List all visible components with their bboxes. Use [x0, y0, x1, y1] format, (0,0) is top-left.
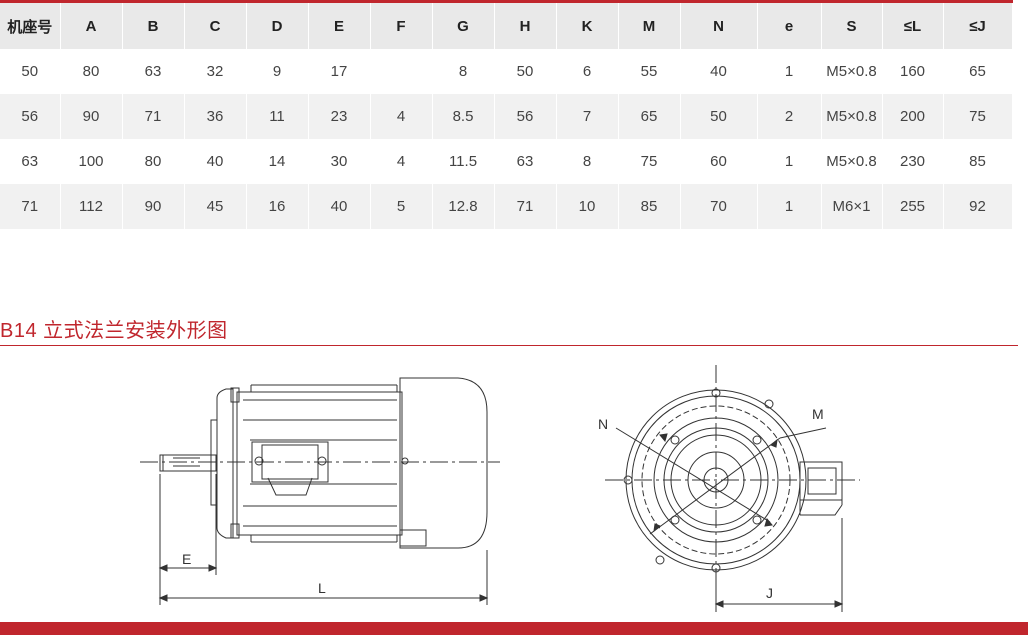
- table-cell: 8.5: [432, 94, 495, 139]
- table-cell: 230: [882, 139, 944, 184]
- table-cell: 60: [680, 139, 758, 184]
- table-cell: 80: [60, 49, 123, 94]
- table-cell: 23: [308, 94, 371, 139]
- table-cell: 45: [184, 184, 247, 229]
- table-cell: 32: [184, 49, 247, 94]
- table-cell: 2: [757, 94, 822, 139]
- table-row: 50 80 63 32 9 17 8 50 6 55 40 1 M5×0.8 1…: [0, 49, 1013, 94]
- table-cell: 8: [556, 139, 619, 184]
- table-cell: 17: [308, 49, 371, 94]
- table-cell: 6: [556, 49, 619, 94]
- table-cell: 10: [556, 184, 619, 229]
- table-cell: 85: [943, 139, 1013, 184]
- table-header-row: 机座号 A B C D E F G H K M N e S ≤L ≤J: [0, 0, 1013, 49]
- table-cell: 56: [0, 94, 61, 139]
- header-cell: e: [757, 0, 822, 49]
- table-cell: 71: [0, 184, 61, 229]
- table-cell: 63: [122, 49, 185, 94]
- dimension-table: 机座号 A B C D E F G H K M N e S ≤L ≤J 50 8…: [0, 0, 1013, 229]
- header-cell: A: [60, 0, 123, 49]
- table-cell: 7: [556, 94, 619, 139]
- table-cell: 85: [618, 184, 681, 229]
- table-cell: 14: [246, 139, 309, 184]
- header-cell: N: [680, 0, 758, 49]
- header-cell: ≤L: [882, 0, 944, 49]
- table-cell: 8: [432, 49, 495, 94]
- header-cell: F: [370, 0, 433, 49]
- table-cell: 50: [0, 49, 61, 94]
- header-cell: ≤J: [943, 0, 1013, 49]
- table-cell: 65: [618, 94, 681, 139]
- table-cell: 75: [943, 94, 1013, 139]
- footer-accent-bar: [0, 622, 1028, 635]
- header-cell: B: [122, 0, 185, 49]
- table-cell: 4: [370, 139, 433, 184]
- table-row: 71 112 90 45 16 40 5 12.8 71 10 85 70 1 …: [0, 184, 1013, 229]
- section-title: B14 立式法兰安装外形图: [0, 320, 228, 342]
- section-divider: [0, 345, 1018, 346]
- table-cell: 4: [370, 94, 433, 139]
- header-cell: C: [184, 0, 247, 49]
- table-cell: 70: [680, 184, 758, 229]
- table-cell: 56: [494, 94, 557, 139]
- header-cell: S: [821, 0, 883, 49]
- table-cell: 1: [757, 139, 822, 184]
- table-cell: 30: [308, 139, 371, 184]
- front-view: [605, 365, 860, 612]
- header-cell: 机座号: [0, 0, 61, 49]
- table-cell: 50: [494, 49, 557, 94]
- table-cell: 90: [60, 94, 123, 139]
- dimension-label-l: L: [318, 580, 326, 596]
- table-cell: M5×0.8: [821, 94, 883, 139]
- header-cell: D: [246, 0, 309, 49]
- table-cell: 75: [618, 139, 681, 184]
- table-cell: 16: [246, 184, 309, 229]
- header-cell: G: [432, 0, 495, 49]
- table-cell: 100: [60, 139, 123, 184]
- table-cell: 112: [60, 184, 123, 229]
- table-cell: 65: [943, 49, 1013, 94]
- table-cell: 40: [308, 184, 371, 229]
- table-cell: 36: [184, 94, 247, 139]
- dimension-label-m: M: [812, 406, 824, 422]
- table-cell: M6×1: [821, 184, 883, 229]
- dimension-label-n: N: [598, 416, 608, 432]
- table-cell: 5: [370, 184, 433, 229]
- table-cell: M5×0.8: [821, 49, 883, 94]
- table-cell: 40: [184, 139, 247, 184]
- table-cell: 160: [882, 49, 944, 94]
- table-cell: 255: [882, 184, 944, 229]
- table-cell: 40: [680, 49, 758, 94]
- table-cell: 63: [0, 139, 61, 184]
- header-cell: E: [308, 0, 371, 49]
- table-cell: 71: [494, 184, 557, 229]
- table-cell: M5×0.8: [821, 139, 883, 184]
- table-cell: [370, 49, 433, 94]
- table-row: 63 100 80 40 14 30 4 11.5 63 8 75 60 1 M…: [0, 139, 1013, 184]
- dimension-label-e: E: [182, 551, 191, 567]
- table-cell: 11: [246, 94, 309, 139]
- header-cell: M: [618, 0, 681, 49]
- table-cell: 55: [618, 49, 681, 94]
- table-cell: 1: [757, 184, 822, 229]
- header-cell: K: [556, 0, 619, 49]
- header-cell: H: [494, 0, 557, 49]
- table-cell: 90: [122, 184, 185, 229]
- motor-outline-drawing: E L: [140, 365, 860, 612]
- dimension-label-j: J: [766, 585, 773, 601]
- table-cell: 11.5: [432, 139, 495, 184]
- table-cell: 12.8: [432, 184, 495, 229]
- table-cell: 50: [680, 94, 758, 139]
- table-cell: 1: [757, 49, 822, 94]
- side-view: [140, 377, 500, 605]
- table-cell: 200: [882, 94, 944, 139]
- table-cell: 80: [122, 139, 185, 184]
- table-cell: 71: [122, 94, 185, 139]
- table-cell: 92: [943, 184, 1013, 229]
- table-row: 56 90 71 36 11 23 4 8.5 56 7 65 50 2 M5×…: [0, 94, 1013, 139]
- table-cell: 63: [494, 139, 557, 184]
- table-cell: 9: [246, 49, 309, 94]
